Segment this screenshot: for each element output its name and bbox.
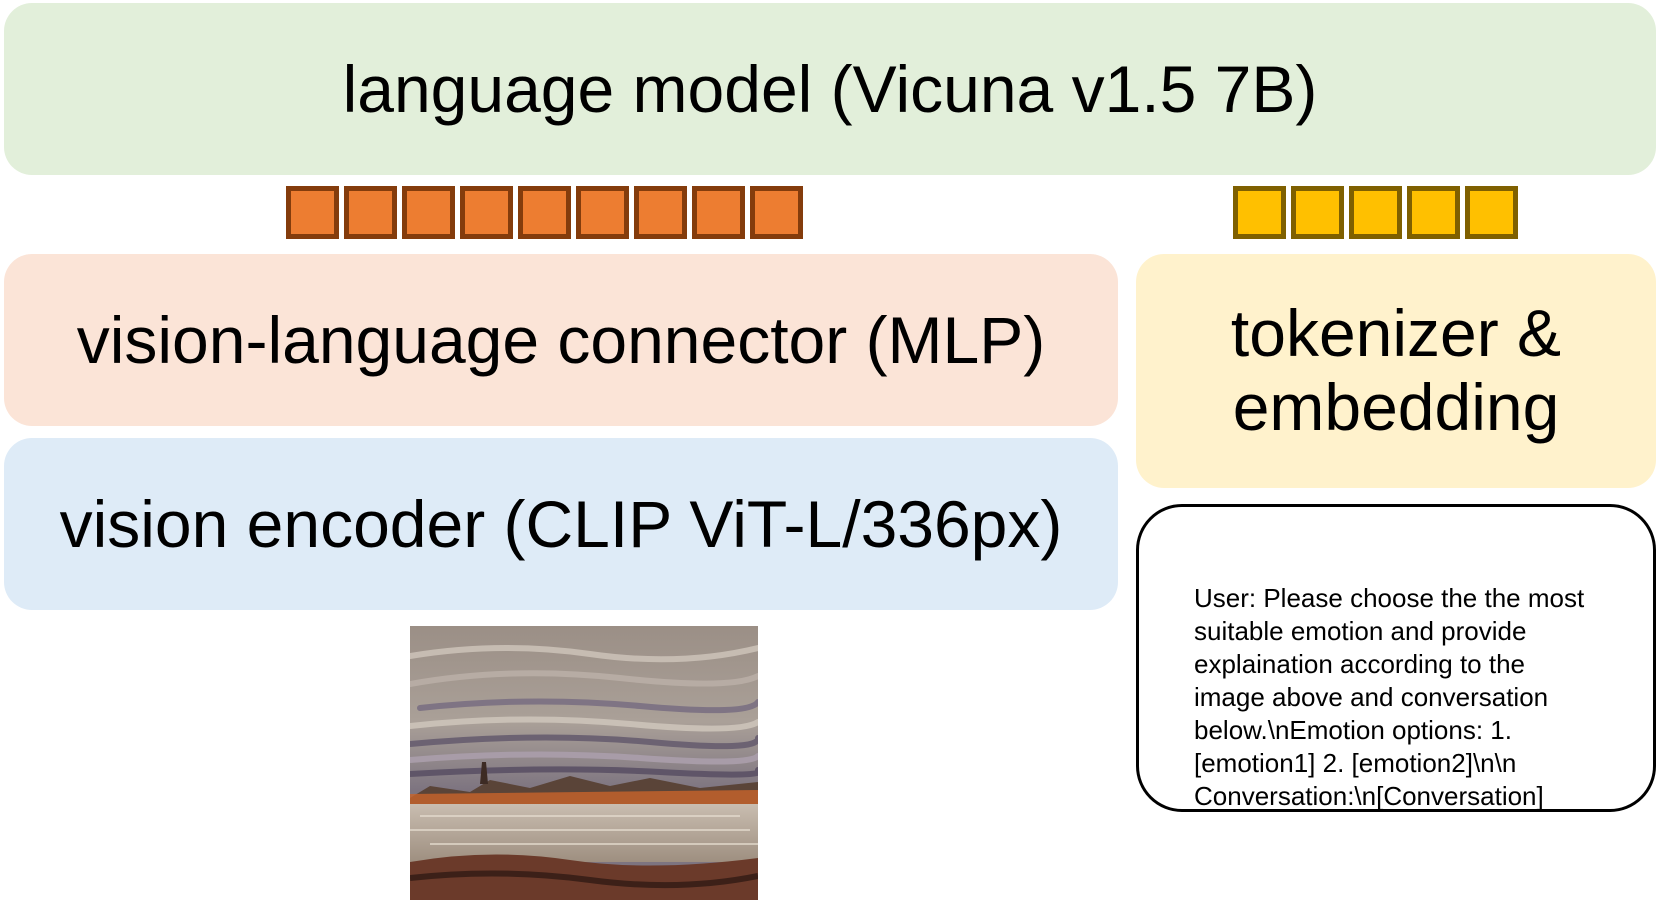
language-model-block: language model (Vicuna v1.5 7B) xyxy=(4,3,1656,175)
vision-token xyxy=(344,186,397,239)
input-painting-image xyxy=(410,626,758,900)
vision-token xyxy=(692,186,745,239)
prompt-text: User: Please choose the the most suitabl… xyxy=(1194,583,1585,811)
vision-token xyxy=(750,186,803,239)
vision-token xyxy=(634,186,687,239)
text-token xyxy=(1465,186,1518,239)
language-model-label: language model (Vicuna v1.5 7B) xyxy=(342,52,1318,126)
prompt-text-box: User: Please choose the the most suitabl… xyxy=(1136,504,1656,812)
vision-token xyxy=(518,186,571,239)
vision-encoder-block: vision encoder (CLIP ViT-L/336px) xyxy=(4,438,1118,610)
vision-token xyxy=(402,186,455,239)
vision-token-row xyxy=(286,186,803,239)
text-token xyxy=(1407,186,1460,239)
text-token xyxy=(1233,186,1286,239)
connector-label: vision-language connector (MLP) xyxy=(76,303,1046,377)
vision-token xyxy=(576,186,629,239)
tokenizer-embedding-block: tokenizer & embedding xyxy=(1136,254,1656,488)
vision-language-connector-block: vision-language connector (MLP) xyxy=(4,254,1118,426)
text-token xyxy=(1291,186,1344,239)
vision-token xyxy=(286,186,339,239)
vision-token xyxy=(460,186,513,239)
encoder-label: vision encoder (CLIP ViT-L/336px) xyxy=(59,487,1063,561)
text-token xyxy=(1349,186,1402,239)
tokenizer-label: tokenizer & embedding xyxy=(1230,296,1562,444)
text-token-row xyxy=(1233,186,1518,239)
